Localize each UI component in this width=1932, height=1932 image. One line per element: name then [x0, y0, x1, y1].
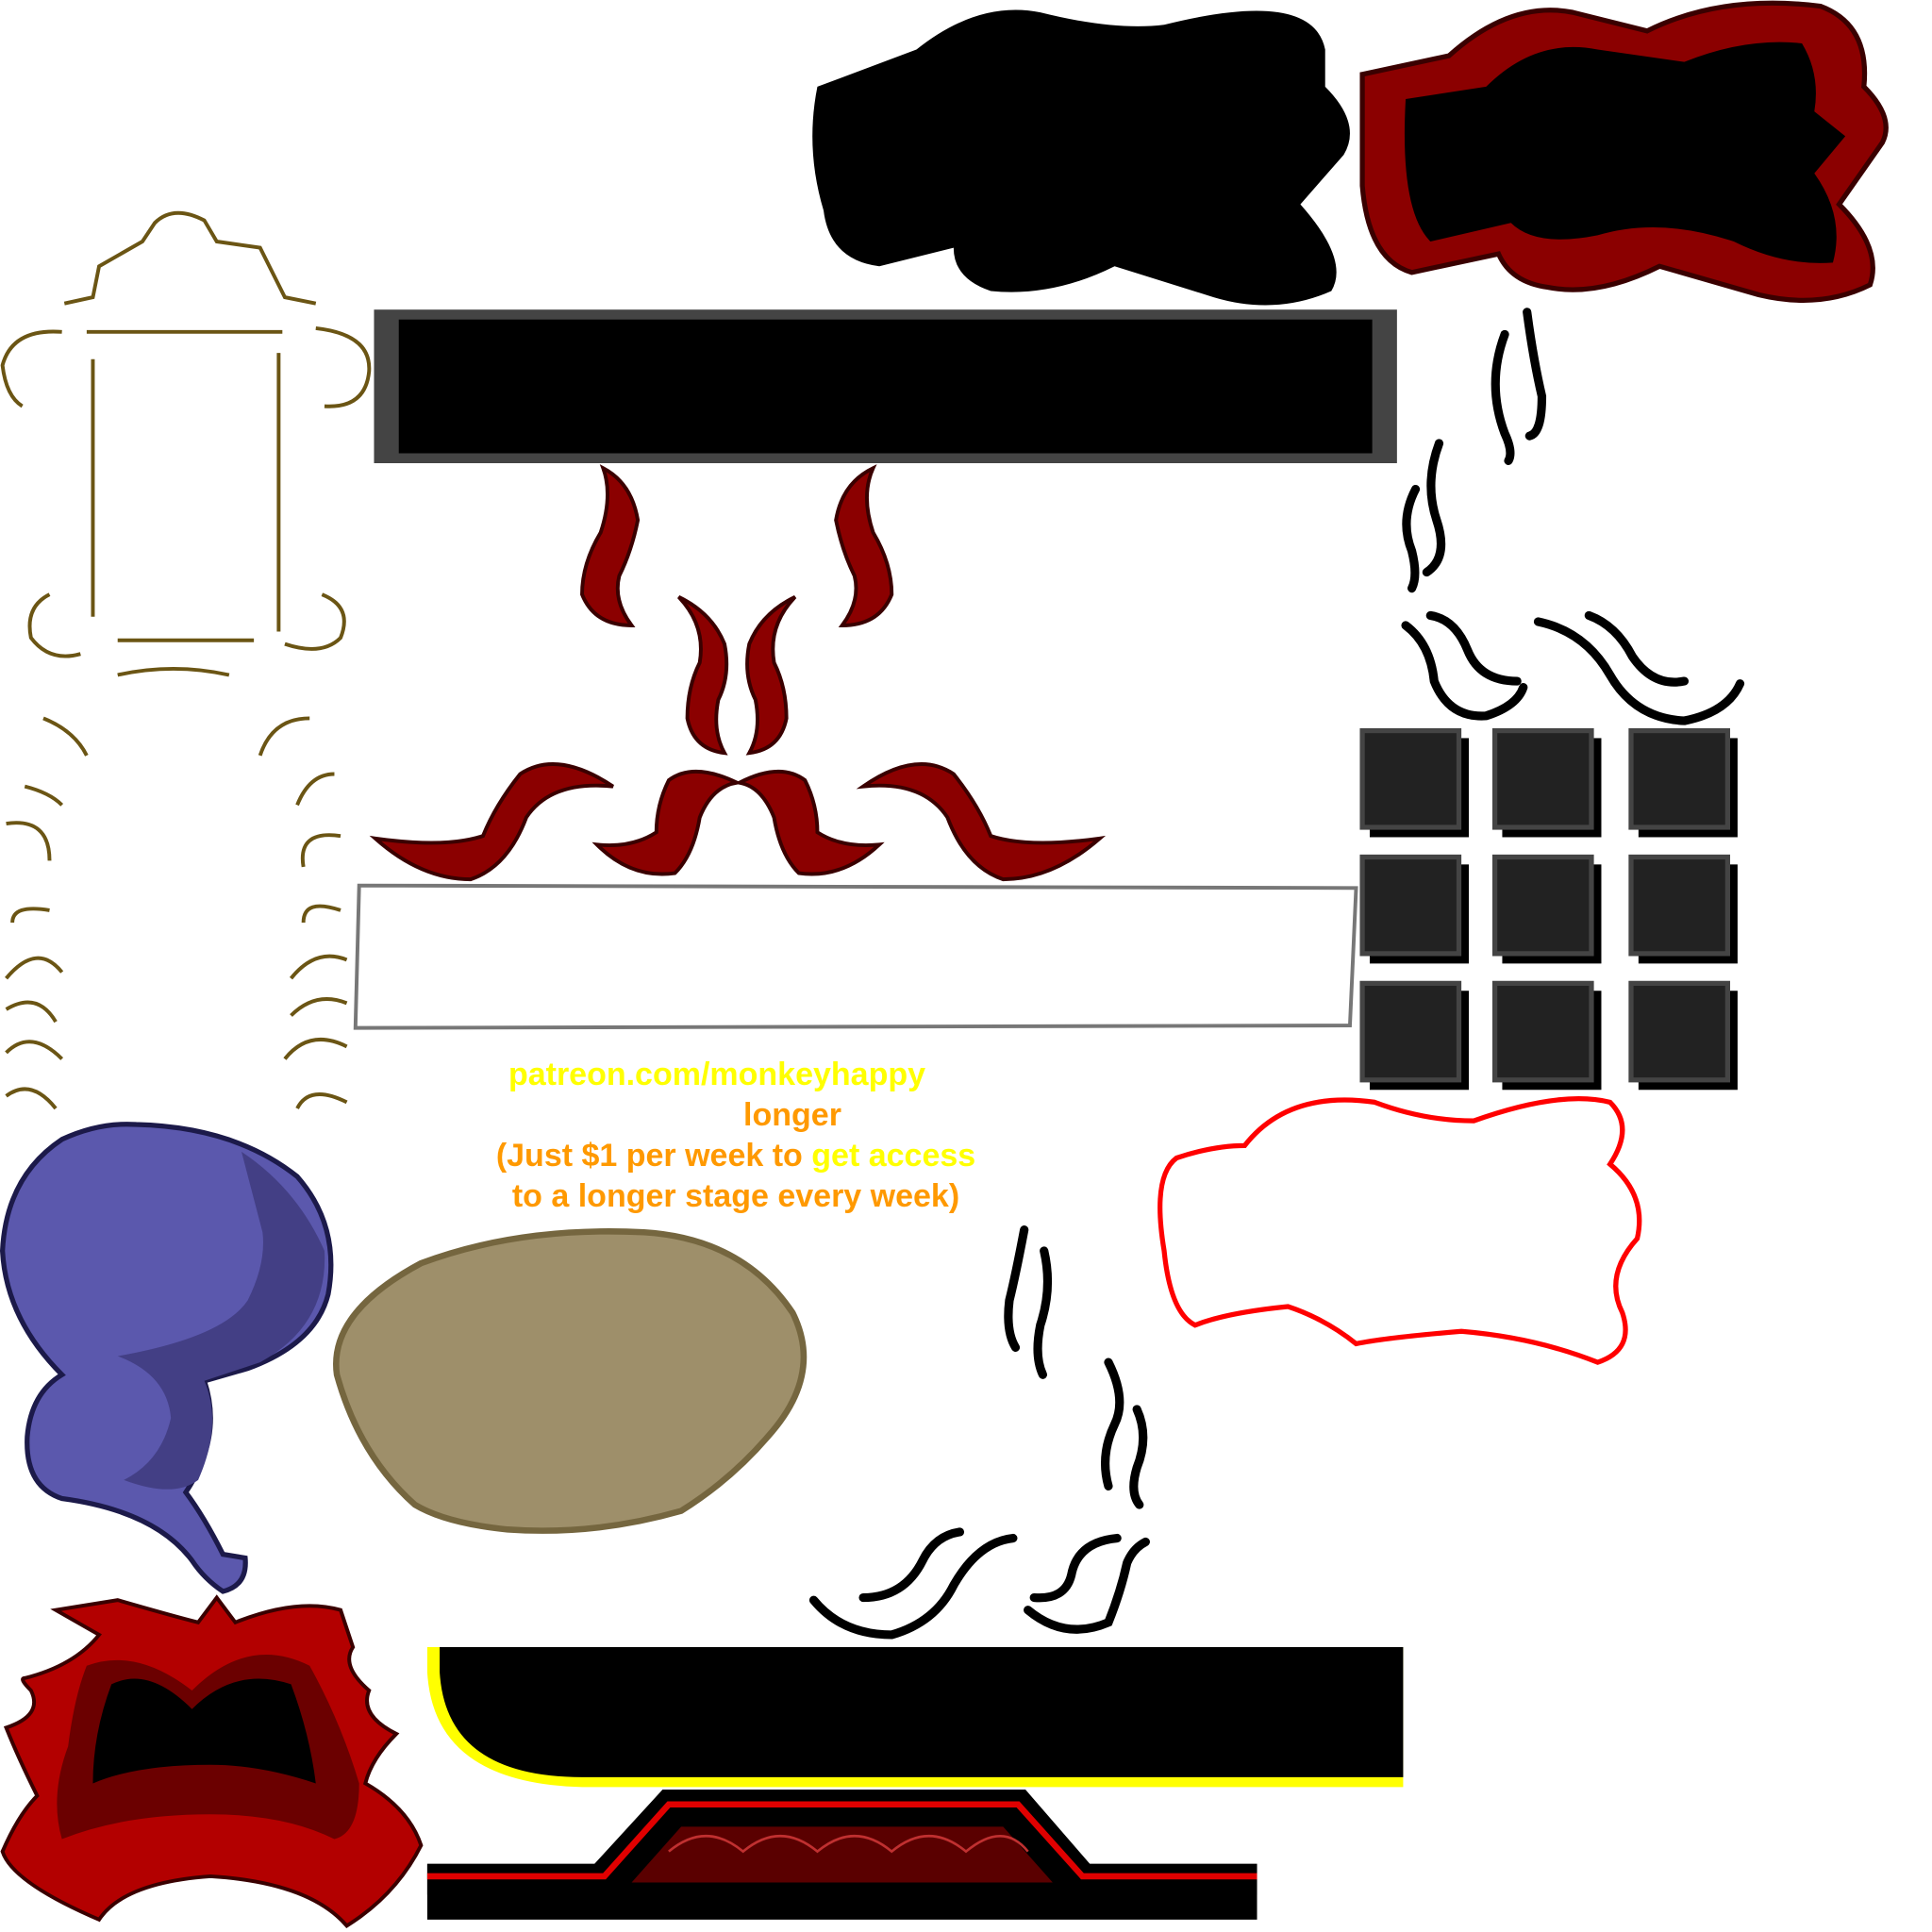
promo-line3: (Just $1 per week to get access: [406, 1138, 1066, 1174]
white-panel: [353, 883, 1358, 1030]
tan-oval: [333, 1228, 808, 1534]
promo-line3-b: get access: [811, 1138, 976, 1174]
tile-grid: [1359, 727, 1738, 1091]
black-cloud-bubble: [812, 9, 1350, 306]
red-flame-ornaments: [369, 464, 1107, 882]
black-squiggles: [808, 308, 1745, 1640]
red-outline-bubble: [1158, 1096, 1642, 1365]
promo-line4: to a longer stage every week): [511, 1178, 960, 1214]
promo-text: patreon.com/monkeyhappy longer (Just $1 …: [406, 1057, 1066, 1215]
promo-longer: longer: [743, 1097, 841, 1133]
patreon-link[interactable]: patreon.com/monkeyhappy: [508, 1057, 926, 1092]
ornate-frame-outline: [0, 210, 372, 1110]
red-ornate-banner: [426, 1790, 1257, 1920]
promo-line3-a: (Just $1 per week to: [495, 1138, 812, 1174]
